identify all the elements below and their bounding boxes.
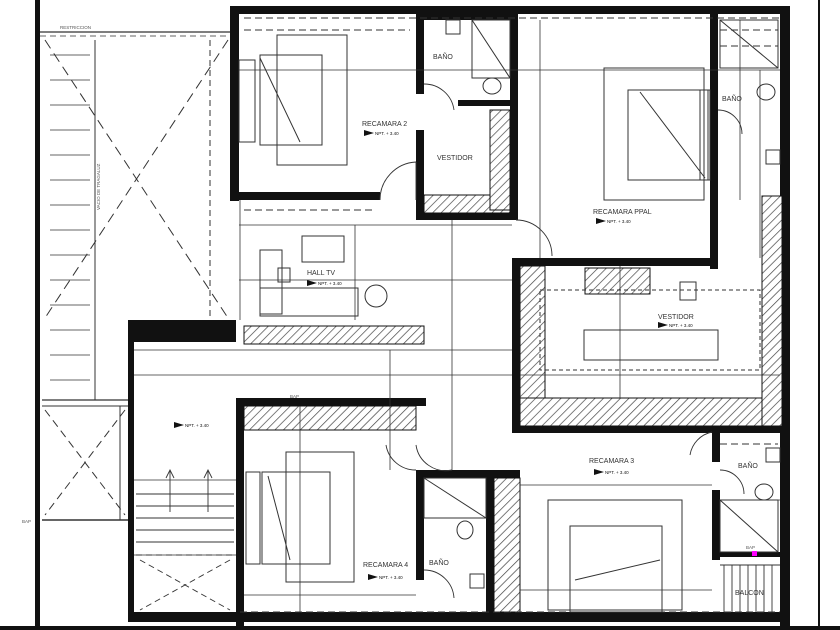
page-border-right [818, 0, 820, 630]
void-area [40, 31, 230, 521]
page-border-left [35, 0, 40, 630]
bath-fixtures [423, 19, 781, 589]
level-rec3: NPT. + 3.40 [605, 470, 629, 475]
label-vestidor-2: VESTIDOR [658, 314, 694, 321]
label-bano-4: BAÑO [429, 558, 449, 567]
magenta-marker [752, 551, 757, 556]
label-vestidor-1: VESTIDOR [437, 155, 473, 162]
label-vacio: VACIO DE TRAGALUZ [96, 163, 101, 210]
bed-recamara-3 [547, 499, 683, 613]
label-bano-2: BAÑO [722, 94, 742, 103]
page-border-bottom [0, 626, 840, 630]
label-bano-3: BAÑO [738, 461, 758, 470]
door-swings [379, 83, 745, 599]
dashed-lines [240, 17, 780, 613]
label-recamara-4: RECAMARA 4 [363, 562, 408, 569]
label-bano-1: BAÑO [433, 52, 453, 61]
vestidor-furniture [539, 281, 761, 371]
hatched-walls [243, 109, 783, 613]
label-bap-3: BAP [746, 545, 755, 550]
balcony-railing [720, 564, 780, 612]
label-recamara-2: RECAMARA 2 [362, 121, 407, 128]
label-recamara-3: RECAMARA 3 [589, 458, 634, 465]
label-restriccion: RESTRICCION [60, 25, 91, 30]
label-hall-tv: HALL TV [307, 270, 335, 277]
level-ppal: NPT. + 3.40 [607, 219, 631, 224]
label-bap-2: BAP [22, 519, 31, 524]
label-bap-1: BAP [290, 394, 299, 399]
level-rec2: NPT. + 3.40 [375, 131, 399, 136]
level-markers [174, 130, 668, 580]
walls [128, 6, 790, 628]
label-balcon: BALCON [735, 590, 764, 597]
label-recamara-ppal: RECAMARA PPAL [593, 209, 652, 216]
bed-recamara-2 [238, 34, 348, 166]
level-rec4: NPT. + 3.40 [379, 575, 403, 580]
left-tick-column [50, 54, 90, 381]
level-vest: NPT. + 3.40 [669, 323, 693, 328]
level-left: NPT. + 3.40 [185, 423, 209, 428]
bed-recamara-ppal [603, 67, 711, 201]
stairs [136, 468, 234, 611]
hall-tv-furniture [259, 235, 388, 317]
bed-recamara-4 [245, 451, 355, 583]
level-hall: NPT. + 3.40 [318, 281, 342, 286]
